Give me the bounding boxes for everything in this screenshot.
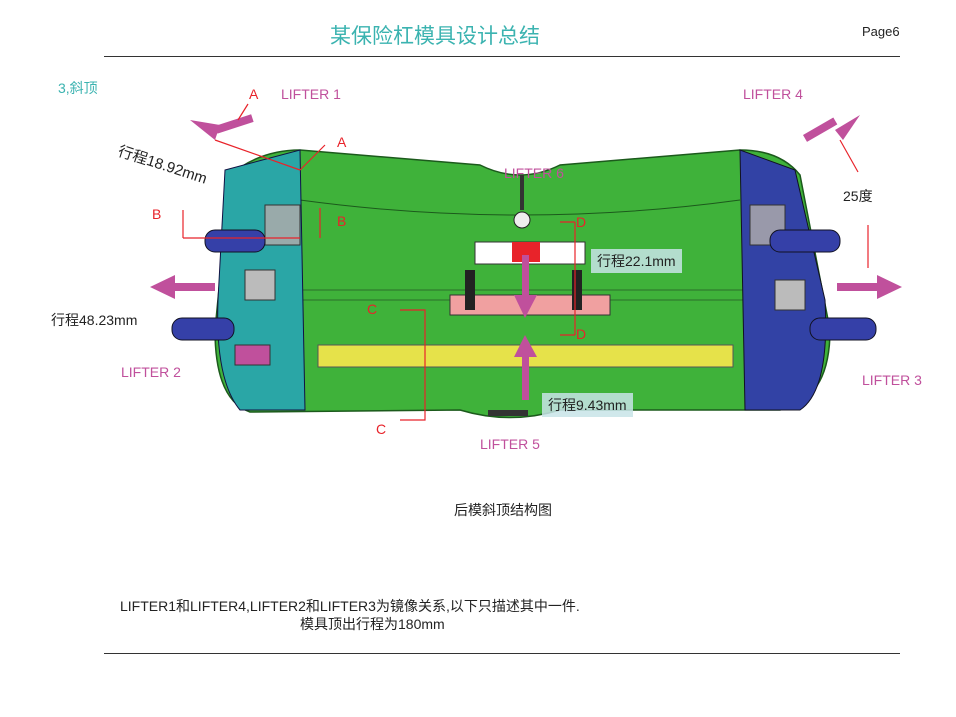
page-title: 某保险杠模具设计总结	[330, 24, 540, 48]
label-lifter-5: LIFTER 5	[480, 436, 540, 452]
angle-label: 25度	[843, 188, 873, 204]
figure-caption: 后模斜顶结构图	[454, 502, 552, 518]
section-mark-b: B	[152, 206, 162, 222]
stroke-lifter-6: 行程22.1mm	[591, 249, 682, 273]
section-mark-b: B	[337, 213, 347, 229]
note-mirror: LIFTER1和LIFTER4,LIFTER2和LIFTER3为镜像关系,以下只…	[120, 598, 580, 614]
label-lifter-4: LIFTER 4	[743, 86, 803, 102]
section-heading: 3,斜顶	[58, 80, 98, 96]
stroke-lifter-2: 行程48.23mm	[51, 312, 138, 328]
direction-arrows	[150, 114, 902, 400]
section-mark-d: D	[576, 326, 587, 342]
section-lines	[182, 103, 869, 421]
footer-divider	[104, 653, 900, 654]
note-ejection: 模具顶出行程为180mm	[300, 616, 445, 632]
header-divider	[104, 56, 900, 57]
label-lifter-3: LIFTER 3	[862, 372, 922, 388]
label-lifter-6: LIFTER 6	[504, 165, 564, 181]
section-mark-d: D	[576, 214, 587, 230]
label-lifter-2: LIFTER 2	[121, 364, 181, 380]
label-lifter-1: LIFTER 1	[281, 86, 341, 102]
section-mark-c: C	[376, 421, 387, 437]
stroke-lifter-5: 行程9.43mm	[542, 393, 633, 417]
section-mark-c: C	[367, 301, 378, 317]
section-mark-a: A	[337, 134, 347, 150]
page-number: Page6	[862, 24, 900, 39]
section-mark-a: A	[249, 86, 259, 102]
